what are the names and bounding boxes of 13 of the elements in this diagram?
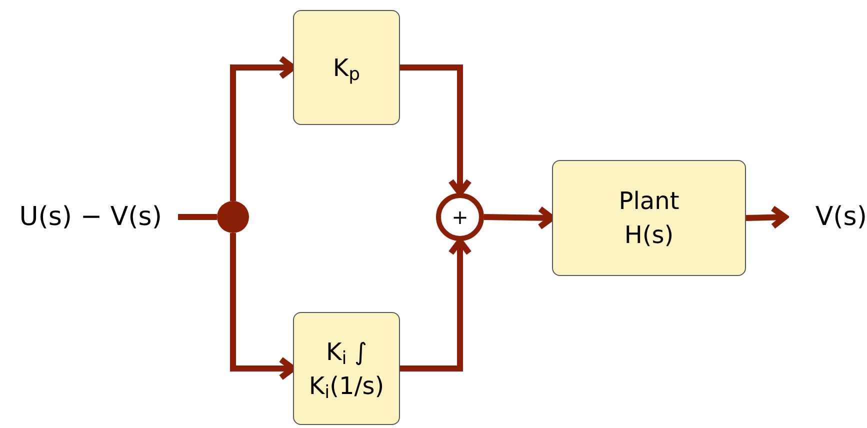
arrow bbox=[400, 64, 472, 196]
block bbox=[293, 10, 400, 125]
block bbox=[293, 312, 400, 425]
block-label: K$_{p}$ bbox=[332, 52, 360, 84]
block bbox=[552, 160, 746, 276]
signal-label: V(s) bbox=[815, 200, 867, 234]
block-label: H(s) bbox=[624, 220, 674, 251]
block-label: K$_{i}$(1/s) bbox=[308, 370, 384, 402]
summing-junction: + bbox=[436, 193, 484, 241]
signal-label: U(s) − V(s) bbox=[19, 200, 162, 234]
block-label: Plant bbox=[618, 186, 680, 217]
block-label: K$_{i}$ ∫ bbox=[326, 336, 367, 368]
arrow bbox=[746, 205, 788, 230]
